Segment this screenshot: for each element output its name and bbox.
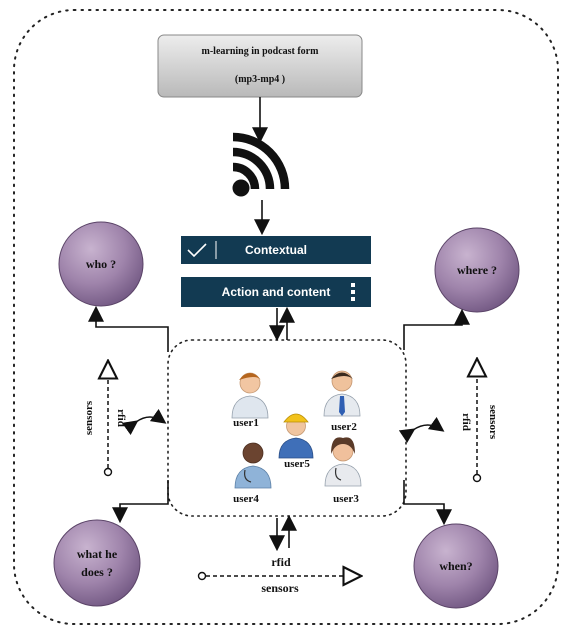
right-sensor-link: sensors rfid [398, 360, 499, 483]
who-circle: who ? [58, 221, 144, 307]
who-label: who ? [86, 257, 116, 271]
user4-avatar [234, 442, 272, 489]
connector-to-who [88, 305, 169, 352]
user1-avatar [231, 372, 269, 419]
bottom-sensor-link: sensors [197, 573, 361, 595]
connector-to-when [403, 480, 452, 526]
left-exchange-arrow [121, 408, 167, 436]
user2-label: user2 [331, 421, 357, 433]
action-content-label: Action and content [222, 285, 331, 299]
when-circle: when? [413, 523, 499, 609]
check-icon [187, 243, 207, 258]
where-label: where ? [457, 263, 497, 277]
left-rfid-label: rfid [115, 409, 127, 427]
left-sensor-link: sensors rfid [83, 362, 167, 477]
user2-avatar [323, 370, 361, 417]
user3-label: user3 [333, 493, 359, 505]
connector-to-where [403, 308, 470, 350]
rss-feed-icon [232, 132, 290, 197]
left-sensors-label: sensors [83, 400, 95, 435]
right-sensors-label: sensors [487, 405, 499, 440]
what-label-line1: what he [77, 547, 118, 561]
action-content-bar: Action and content [181, 277, 371, 307]
what-label-line2: does ? [81, 565, 113, 579]
user1-label: user1 [233, 417, 259, 429]
user5-avatar [278, 413, 314, 459]
what-he-does-circle: what he does ? [53, 519, 141, 607]
where-circle: where ? [434, 227, 520, 313]
source-format: (mp3-mp4 ) [235, 74, 285, 85]
bottom-rfid-label: rfid [271, 555, 291, 569]
right-exchange-arrow [398, 416, 445, 443]
outer-frame [13, 9, 559, 625]
when-label: when? [439, 559, 472, 573]
connector-to-what [112, 480, 169, 524]
right-rfid-label: rfid [460, 413, 472, 431]
source-title: m-learning in podcast form [202, 46, 320, 57]
bottom-sensors-label: sensors [261, 581, 299, 595]
user3-avatar [324, 437, 362, 487]
contextual-label: Contextual [245, 243, 307, 257]
user5-label: user5 [284, 458, 310, 470]
podcast-source-box: m-learning in podcast form (mp3-mp4 ) [157, 34, 363, 98]
user4-label: user4 [233, 493, 259, 505]
vertical-dots-menu-icon [351, 283, 355, 301]
contextual-bar: Contextual [181, 236, 371, 264]
